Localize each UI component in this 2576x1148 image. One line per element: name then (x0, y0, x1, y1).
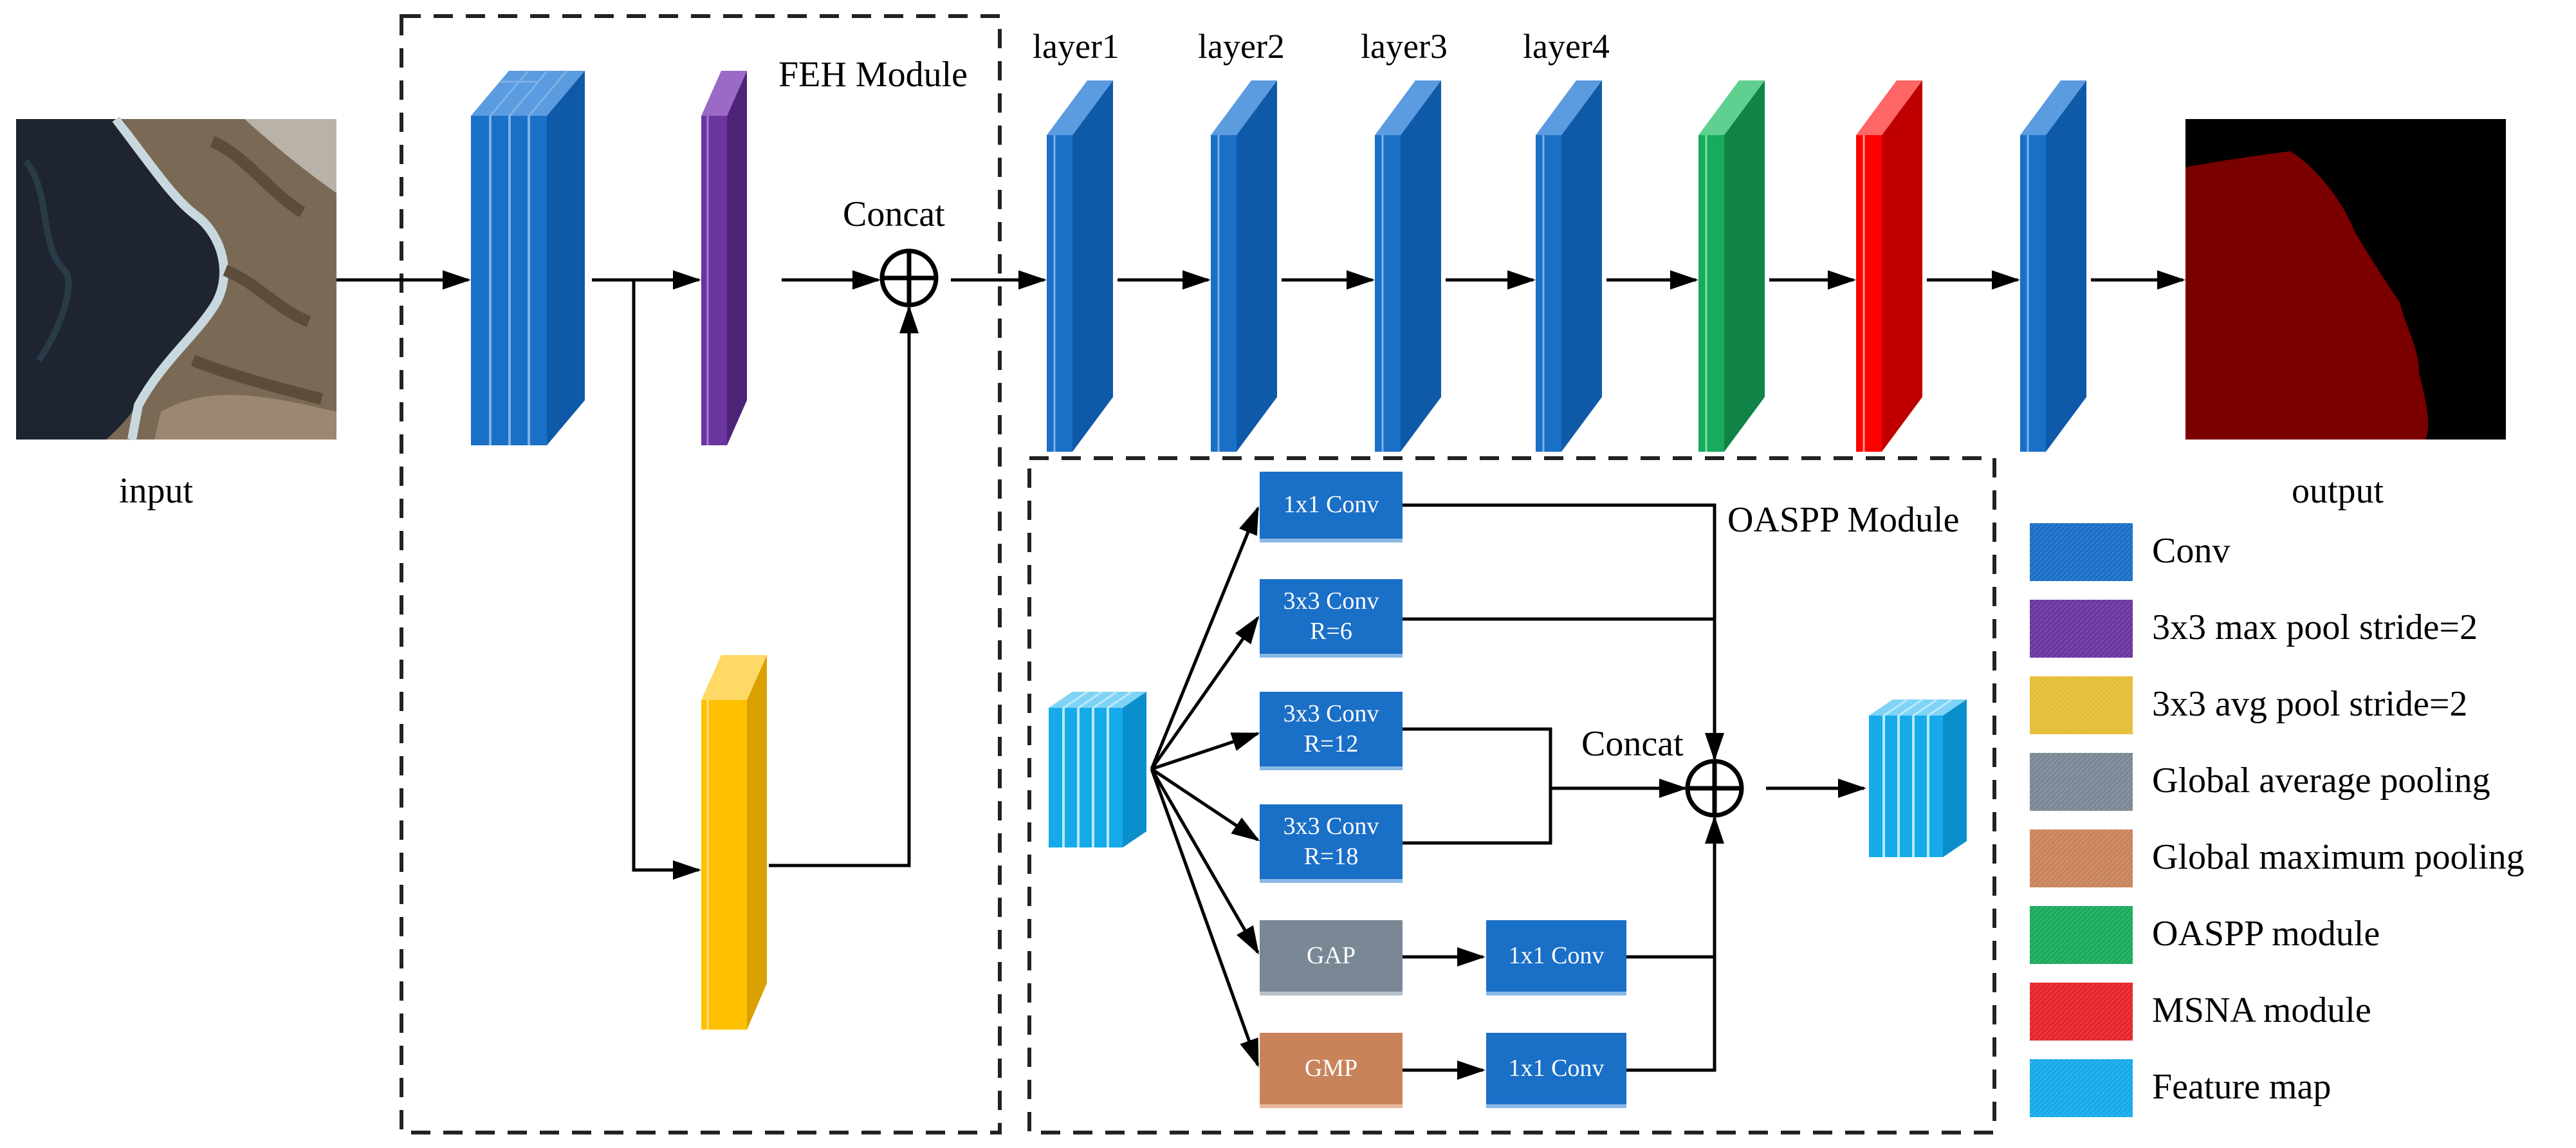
oaspp-conv3x3-r6-box: 3x3 Conv R=6 (1260, 579, 1403, 658)
oaspp-module-title: OASPP Module (1727, 500, 1960, 540)
final-conv-block (2020, 80, 2086, 452)
oaspp-conv3x3-r12-line2: R=12 (1303, 730, 1359, 757)
oaspp-gmp-box: GMP (1260, 1033, 1403, 1108)
layer1-label: layer1 (1033, 27, 1119, 66)
input-label: input (119, 471, 194, 511)
oaspp-gap-box: GAP (1260, 920, 1403, 995)
encoder-layer3-block (1375, 80, 1441, 452)
oaspp-conv1x1-box: 1x1 Conv (1260, 472, 1403, 542)
legend-label-oaspp: OASPP module (2152, 914, 2380, 954)
oaspp-conv3x3-r12-line1: 3x3 Conv (1283, 699, 1379, 727)
layer4-label: layer4 (1523, 27, 1610, 66)
connectors (336, 270, 2185, 1080)
oaspp-conv3x3-r18-box: 3x3 Conv R=18 (1260, 804, 1403, 883)
oaspp-conv3x3-r18-line1: 3x3 Conv (1283, 812, 1379, 840)
legend-label-gmp: Global maximum pooling (2152, 837, 2525, 877)
input-image (16, 116, 336, 441)
oaspp-conv3x3-r12-box: 3x3 Conv R=12 (1260, 692, 1403, 770)
oaspp-gmp-conv-label: 1x1 Conv (1508, 1054, 1605, 1082)
layer3-label: layer3 (1361, 27, 1448, 66)
oaspp-output-feature-map (1869, 698, 1967, 857)
output-label: output (2292, 471, 2384, 511)
oaspp-gap-label: GAP (1306, 941, 1356, 969)
oaspp-input-feature-map (1049, 690, 1146, 847)
encoder-layer1-block (1047, 80, 1113, 452)
legend-label-avgpool: 3x3 avg pool stride=2 (2152, 684, 2468, 724)
legend-swatches (2030, 523, 2133, 1117)
concat-symbol-top (879, 248, 939, 308)
oaspp-conv3x3-r6-line1: 3x3 Conv (1283, 587, 1379, 615)
concat-label-top: Concat (843, 194, 945, 234)
oaspp-conv3x3-r18-line2: R=18 (1303, 843, 1359, 870)
feh-maxpool-block (701, 71, 747, 445)
oaspp-gap-conv-label: 1x1 Conv (1508, 941, 1605, 969)
encoder-layer4-block (1536, 80, 1602, 452)
layer2-label: layer2 (1198, 27, 1285, 66)
concat-label-oaspp: Concat (1581, 724, 1684, 764)
oaspp-gap-conv-box: 1x1 Conv (1486, 920, 1626, 995)
oaspp-module-block (1698, 80, 1765, 452)
feh-avgpool-block (701, 655, 767, 1030)
legend-label-feature-map: Feature map (2152, 1067, 2332, 1107)
oaspp-gmp-label: GMP (1304, 1054, 1358, 1082)
legend-label-maxpool: 3x3 max pool stride=2 (2152, 607, 2478, 647)
oaspp-conv1x1-label: 1x1 Conv (1283, 491, 1379, 519)
encoder-layer2-block (1211, 80, 1277, 452)
output-mask (2185, 119, 2506, 440)
legend-label-conv: Conv (2152, 531, 2231, 571)
concat-symbol-oaspp (1685, 759, 1744, 818)
oaspp-module-box (1027, 456, 1996, 1134)
oaspp-conv3x3-r6-line2: R=6 (1310, 618, 1352, 645)
legend-label-gap: Global average pooling (2152, 761, 2490, 801)
feh-module-box (400, 14, 1002, 1134)
legend-label-msna: MSNA module (2152, 990, 2371, 1030)
feh-module-title: FEH Module (778, 55, 968, 95)
oaspp-gmp-conv-box: 1x1 Conv (1486, 1033, 1626, 1108)
feh-conv-stack (471, 70, 585, 445)
msna-module-block (1856, 80, 1922, 452)
